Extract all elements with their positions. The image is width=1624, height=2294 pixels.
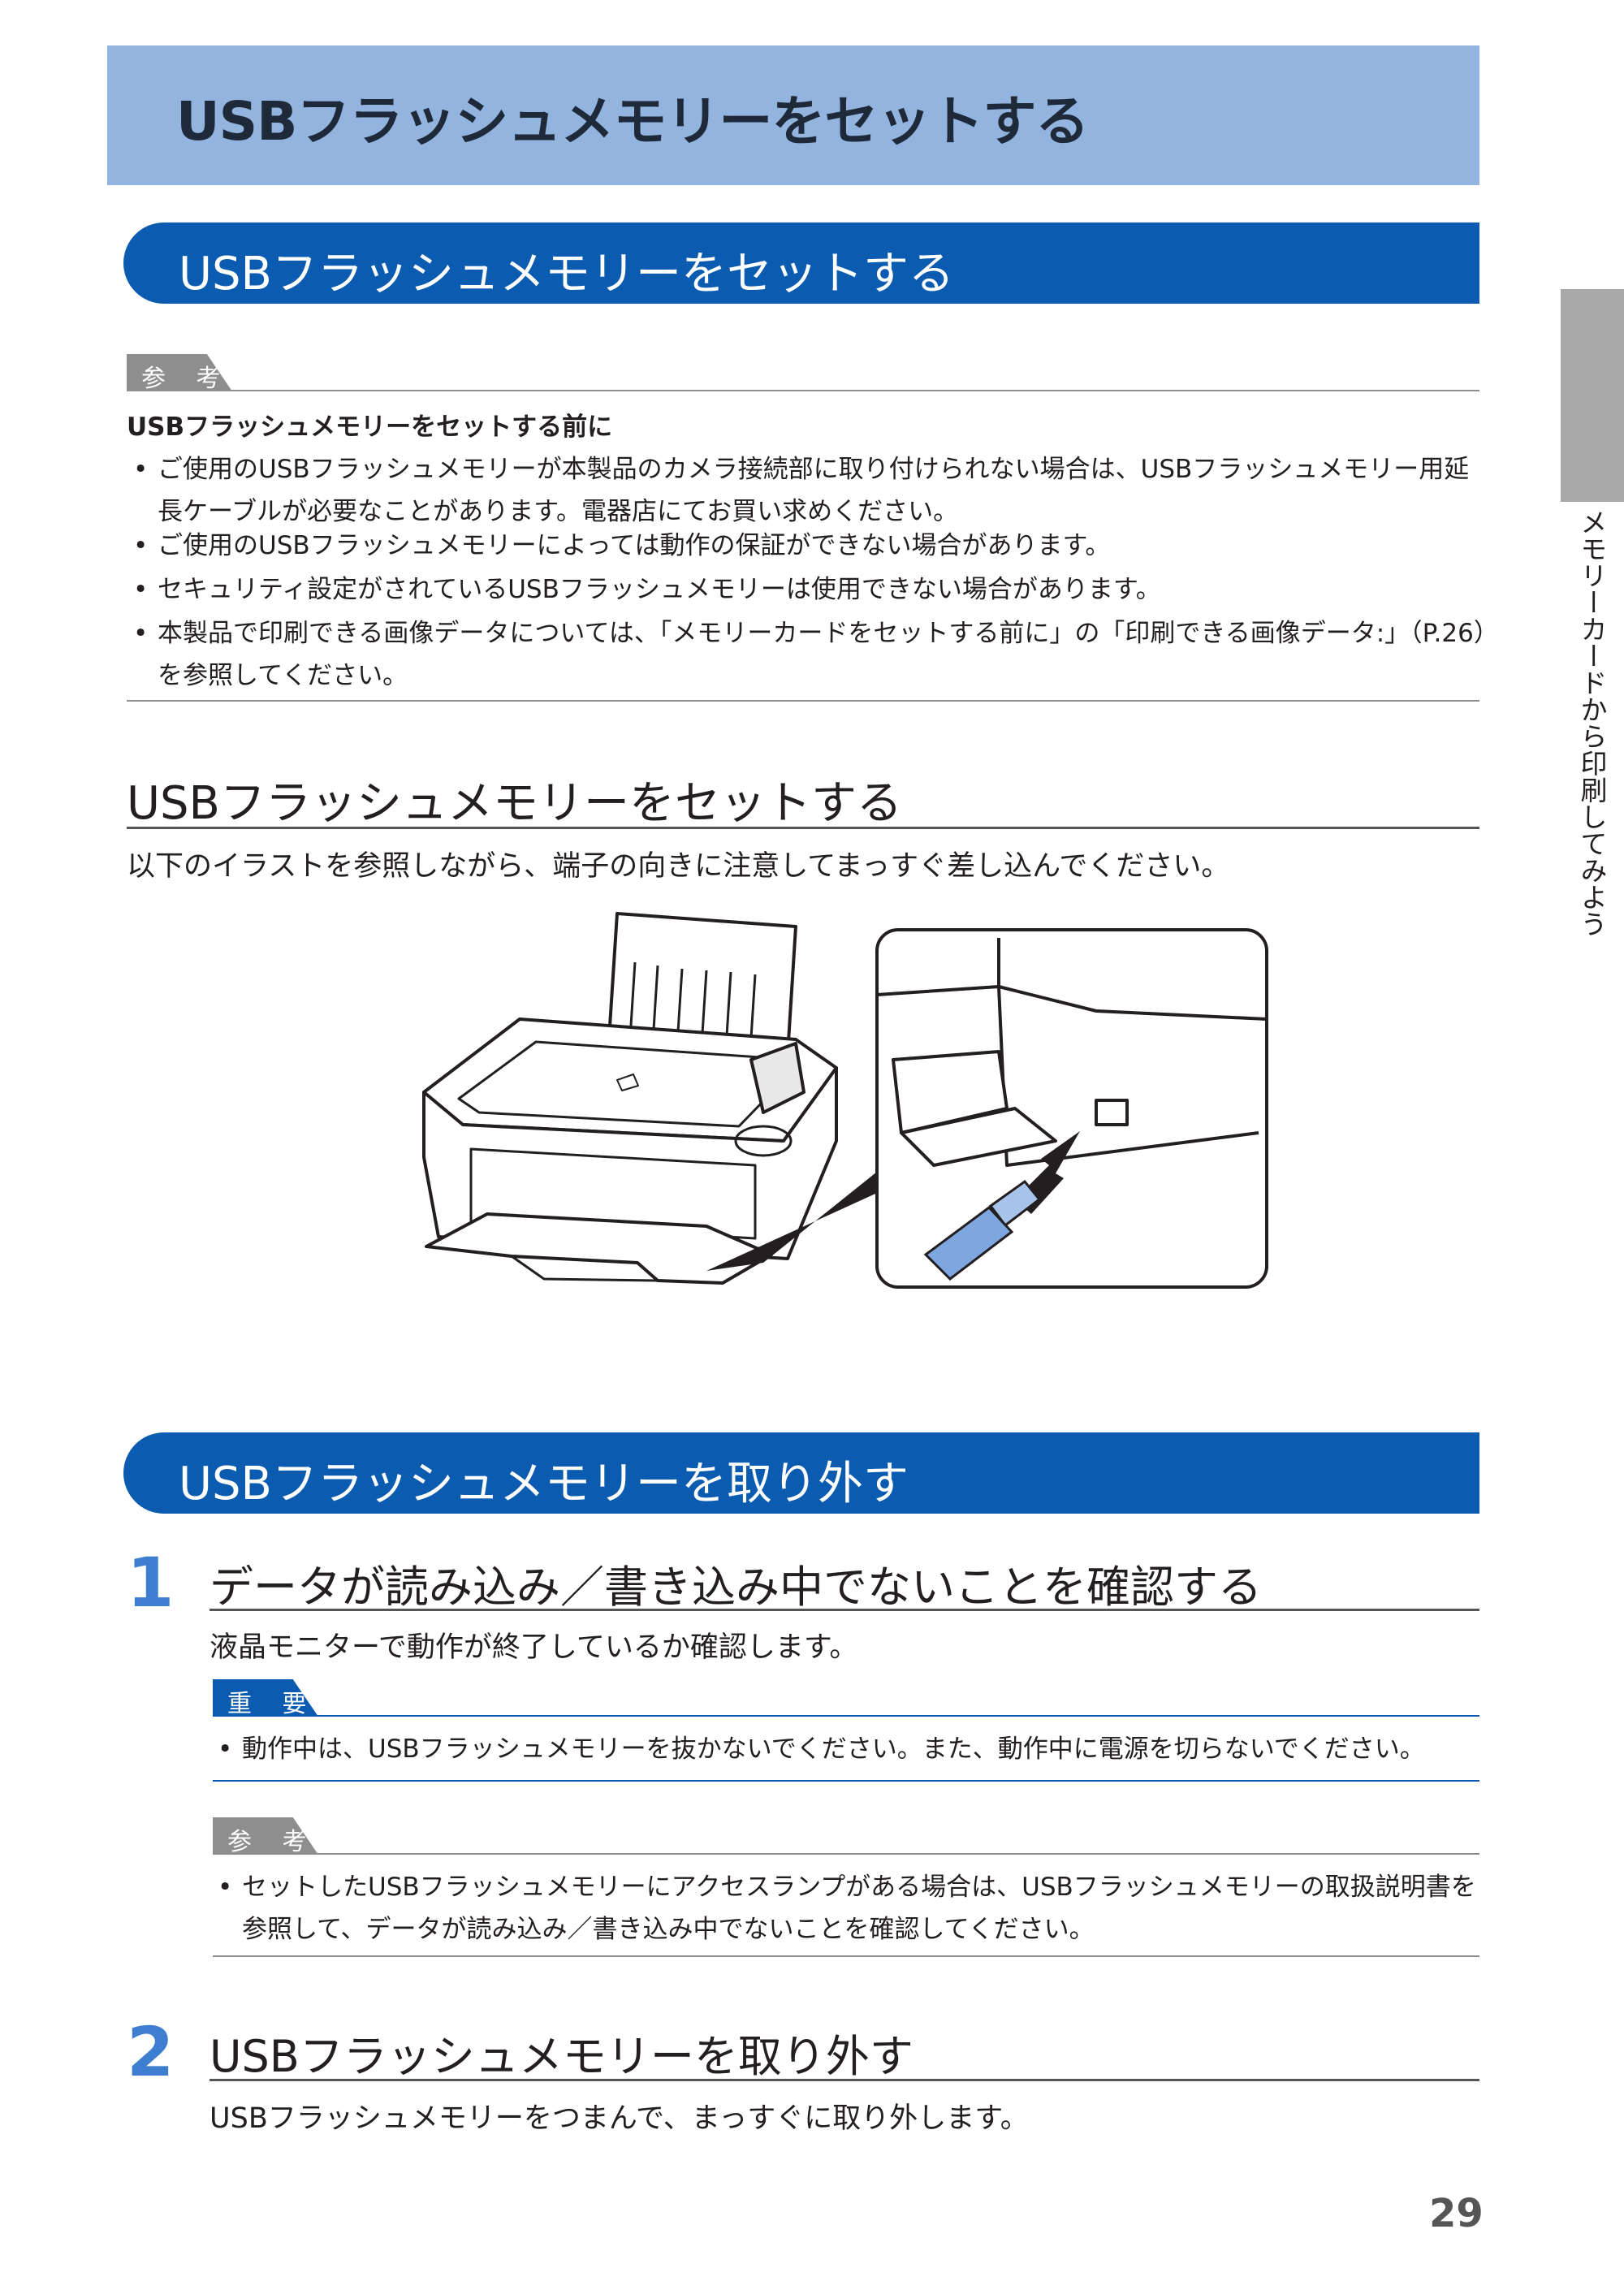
page-title: USBフラッシュメモリーをセットする — [176, 90, 1089, 153]
section-heading-remove: USBフラッシュメモリーを取り外す — [123, 1432, 1479, 1514]
side-tab-label: メモリーカードから印刷してみよう — [1576, 508, 1608, 937]
instruction-text: 以下のイラストを参照しながら、端子の向きに注意してまっすぐ差し込んでください。 — [127, 850, 1230, 883]
subheading-set: USBフラッシュメモリーをセットする — [127, 777, 902, 830]
note-tab-label: 参 考 — [141, 365, 232, 393]
note-bullet: • セットしたUSBフラッシュメモリーにアクセスランプがある場合は、USBフラッ… — [218, 1873, 1476, 1944]
printer-usb-illustration — [422, 912, 1268, 1289]
important-bullet: • 動作中は、USBフラッシュメモリーを抜かないでください。また、動作中に電源を… — [218, 1735, 1425, 1764]
note-bottom-rule — [127, 700, 1479, 702]
important-tab-label: 重 要 — [227, 1690, 318, 1718]
printer-front — [422, 1066, 838, 1260]
step-text: 液晶モニターで動作が終了しているか確認します。 — [209, 1631, 858, 1664]
step-title: データが読み込み／書き込み中でないことを確認する — [209, 1562, 1262, 1613]
page-title-band: USBフラッシュメモリーをセットする — [107, 45, 1479, 185]
page-number: 29 — [1429, 2191, 1484, 2236]
note-tab-label: 参 考 — [227, 1828, 318, 1856]
output-tray — [425, 1212, 773, 1285]
step-title: USBフラッシュメモリーを取り外す — [209, 2031, 914, 2082]
subheading-rule — [127, 827, 1479, 829]
important-top-rule — [213, 1715, 1479, 1717]
important-tab: 重 要 — [213, 1679, 318, 1717]
note-tab: 参 考 — [127, 354, 232, 391]
zoom-panel — [875, 928, 1268, 1289]
usb-stick — [923, 1205, 1014, 1281]
section-heading-set-text: USBフラッシュメモリーをセットする — [179, 248, 954, 300]
step-number: 1 — [127, 1543, 175, 1622]
note-bullet: • 本製品で印刷できる画像データについては、「メモリーカードをセットする前に」の… — [133, 619, 1499, 690]
note-bullet: • ご使用のUSBフラッシュメモリーによっては動作の保証ができない場合があります… — [133, 531, 1111, 560]
section-heading-set: USBフラッシュメモリーをセットする — [123, 222, 1479, 304]
lcd-monitor — [749, 1042, 806, 1114]
section-heading-remove-text: USBフラッシュメモリーを取り外す — [179, 1458, 909, 1510]
note-bullet: • セキュリティ設定がされているUSBフラッシュメモリーは使用できない場合があり… — [133, 575, 1161, 604]
step-rule — [209, 2079, 1479, 2081]
zoom-connector — [706, 1165, 893, 1271]
note-subheading: USBフラッシュメモリーをセットする前に — [127, 413, 613, 442]
note-bullet: • ご使用のUSBフラッシュメモリーが本製品のカメラ接続部に取り付けられない場合… — [133, 455, 1470, 526]
step-rule — [209, 1609, 1479, 1611]
side-tab[interactable] — [1561, 289, 1624, 502]
important-bottom-rule — [213, 1780, 1479, 1782]
note-tab: 参 考 — [213, 1817, 318, 1855]
note-bottom-rule — [213, 1955, 1479, 1957]
step-text: USBフラッシュメモリーをつまんで、まっすぐに取り外します。 — [209, 2102, 1029, 2135]
note-top-rule — [213, 1853, 1479, 1855]
note-top-rule — [127, 390, 1479, 391]
step-number: 2 — [127, 2012, 175, 2092]
